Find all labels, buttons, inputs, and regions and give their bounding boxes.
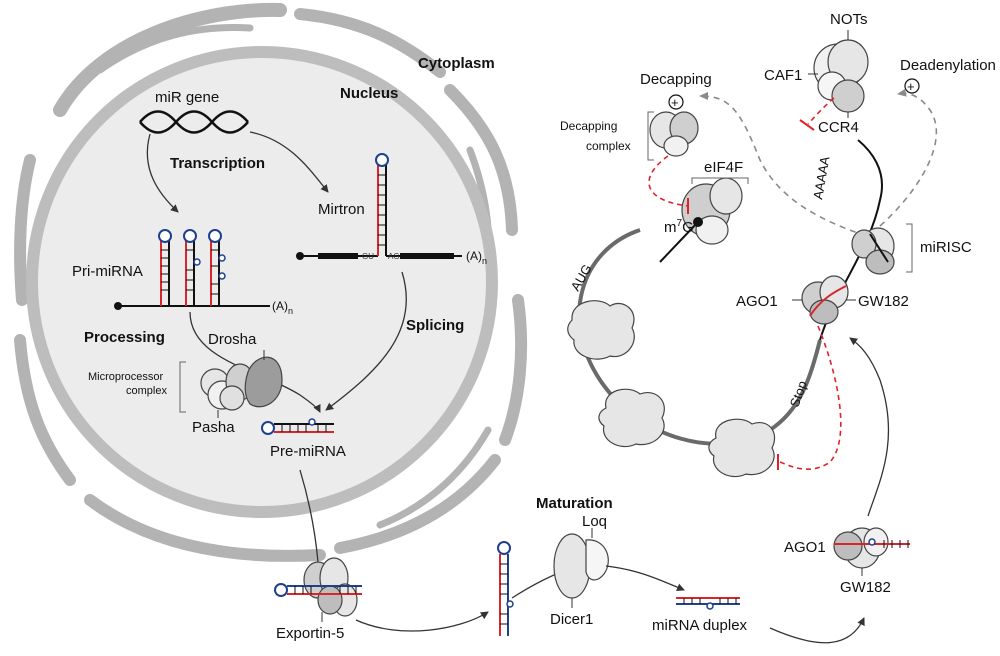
ago1-mid-label: AGO1 [736, 293, 778, 310]
mirtron-label: Mirtron [318, 201, 365, 218]
ccr4-inhibition-bar [799, 119, 815, 131]
dicer-label: Dicer1 [550, 611, 593, 628]
eif4f-bracket [691, 177, 749, 184]
arrow-processing [189, 311, 321, 413]
microprocessor-bracket [179, 361, 186, 413]
gw182-mid-label: GW182 [858, 293, 909, 310]
pre-mirna-structure [261, 418, 334, 435]
deadenylation-label: Deadenylation [900, 57, 996, 74]
vertical-pre-mirna [497, 541, 514, 636]
translation-inhibition [779, 325, 842, 471]
deadenylation-plus-icon [904, 78, 920, 94]
nucleus [26, 46, 498, 518]
m7g-label: m7G [664, 218, 694, 236]
decapping-plus: + [671, 95, 679, 110]
pri-mirna-structure [114, 229, 270, 310]
processing-label: Processing [84, 329, 165, 346]
mirtron-ag: AG [388, 252, 400, 261]
mirtron-gu: GU [362, 252, 374, 261]
decapping-complex-label-2: complex [586, 139, 631, 153]
arrow-splicing [325, 271, 407, 411]
decapping-label: Decapping [640, 71, 712, 88]
pri-mirna-label: Pri-miRNA [72, 263, 143, 280]
arrow-dicer-to-duplex [605, 565, 685, 591]
pasha-label: Pasha [192, 419, 235, 436]
eif4f-label: eIF4F [704, 159, 743, 176]
maturation-label: Maturation [536, 495, 613, 512]
mirtron-poly-a: (A)n [466, 249, 487, 266]
nots-label: NOTs [830, 11, 868, 28]
microprocessor-label-1: Microprocessor [88, 371, 164, 383]
pre-mirna-label: Pre-miRNA [270, 443, 346, 460]
nucleus-label: Nucleus [340, 85, 398, 102]
mirisc-label: miRISC [920, 239, 972, 256]
exportin-label: Exportin-5 [276, 625, 344, 642]
loq-label: Loq [582, 513, 607, 530]
arrow-gene-to-pri-mirna [146, 133, 179, 213]
ccr4-inhibition [807, 97, 835, 125]
eif4f-complex [659, 177, 743, 263]
ago1-bottom-label: AGO1 [784, 539, 826, 556]
microprocessor-label-2: complex [126, 385, 167, 397]
ccr4-not-complex [808, 30, 869, 118]
decapping-bracket [647, 111, 654, 161]
dna-helix-icon [139, 110, 249, 134]
arrow-exportin-to-maturation [355, 611, 489, 632]
arrow-ago-to-mirisc [849, 337, 890, 517]
stop-label: Stop [787, 379, 810, 409]
mir-gene-label: miR gene [155, 89, 219, 106]
decapping-plus-icon [668, 94, 684, 110]
decapping-complex-label-1: Decapping [560, 119, 617, 133]
ago1-gw182-bound-complex [792, 275, 856, 325]
mirisc-bracket [906, 223, 913, 273]
splicing-label: Splicing [406, 317, 464, 334]
recruit-deadenylation-arrow [879, 88, 938, 227]
arrow-export [299, 469, 319, 563]
gw182-bottom-label: GW182 [840, 579, 891, 596]
decapping-inhibition [648, 155, 689, 207]
mirtron-structure [296, 153, 462, 260]
exportin-complex [274, 557, 362, 622]
mirna-duplex [676, 597, 740, 610]
caf1-label: CAF1 [764, 67, 802, 84]
pri-mirna-poly-a: (A)n [272, 299, 293, 316]
arrow-duplex-to-ago [769, 617, 865, 644]
arrow-gene-to-mirtron [249, 131, 329, 193]
transcription-label: Transcription [170, 155, 265, 172]
dicer-complex [553, 528, 609, 608]
drosha-label: Drosha [208, 331, 257, 348]
ribosomes [567, 300, 776, 478]
deadenylation-plus: + [907, 79, 915, 94]
mirna-duplex-label: miRNA duplex [652, 617, 748, 634]
cytoplasm-label: Cytoplasm [418, 55, 495, 72]
mirisc-complex [851, 227, 895, 275]
decapping-complex [649, 111, 699, 157]
microprocessor-complex [200, 350, 283, 418]
recruit-decapping-arrow [699, 92, 867, 237]
ccr4-label: CCR4 [818, 119, 859, 136]
poly-a-tail-label: AAAAA [810, 155, 832, 201]
ago1-loading-complex [833, 527, 910, 576]
